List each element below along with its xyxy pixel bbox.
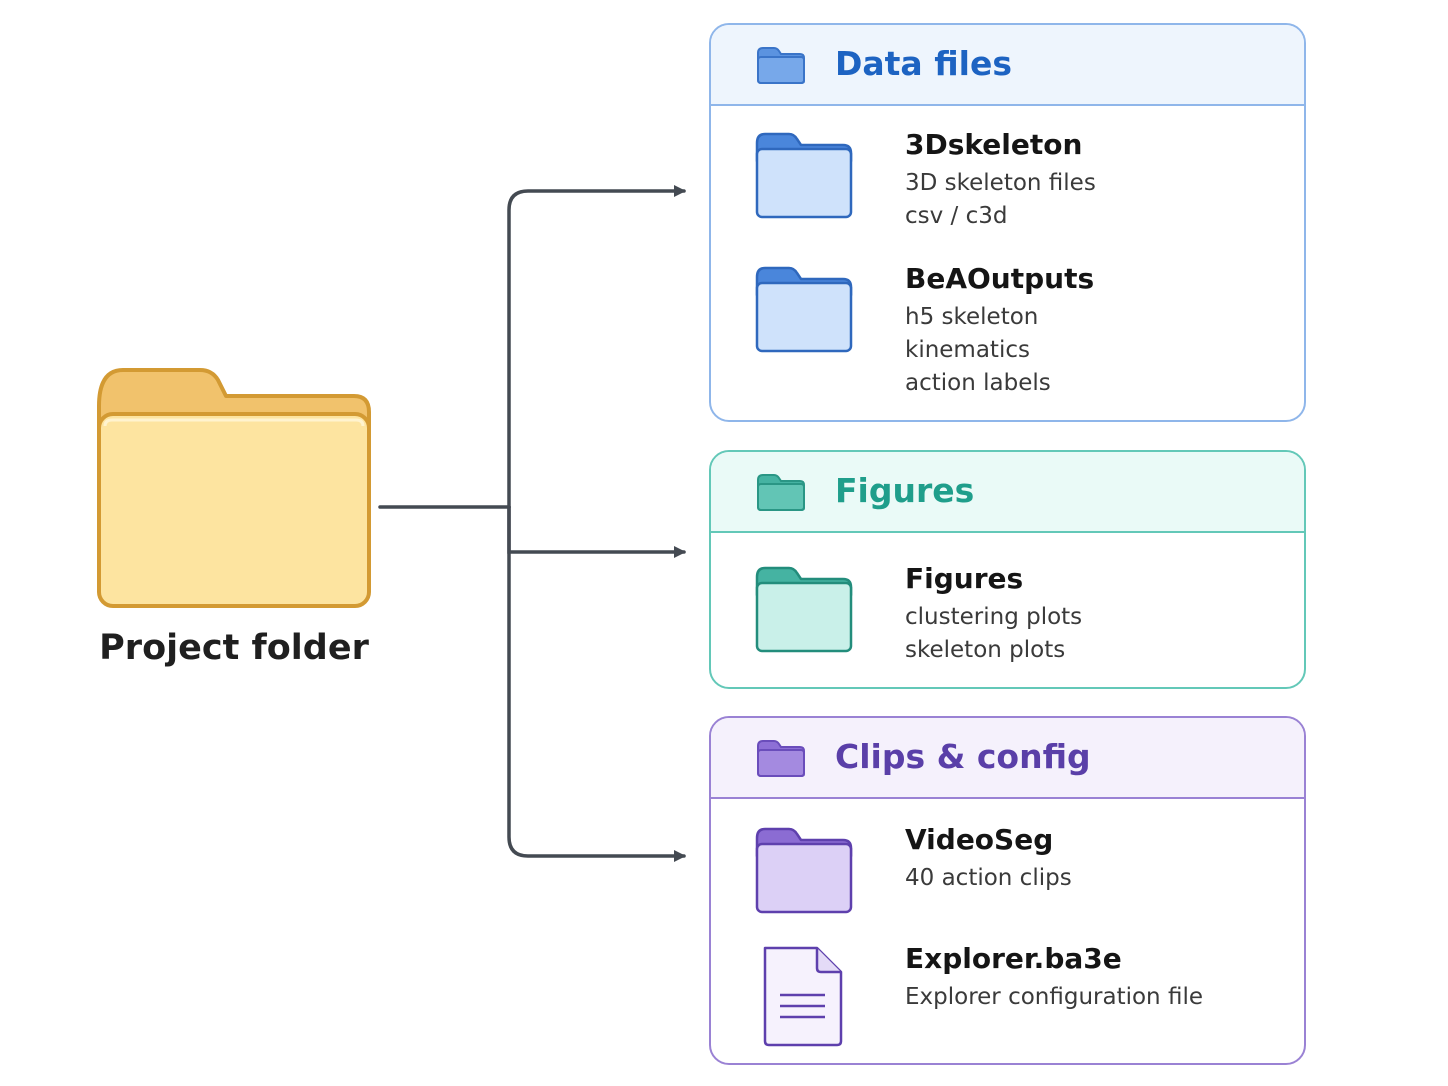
folder-icon <box>757 474 805 511</box>
item-title: 3Dskeleton <box>905 128 1083 161</box>
item-description: 40 action clips <box>905 865 1072 891</box>
item-description: csv / c3d <box>905 203 1008 229</box>
item-description: Explorer configuration file <box>905 984 1203 1010</box>
connector-to-data-files <box>507 185 686 509</box>
folder-icon <box>757 740 805 777</box>
figures-group: Figures Figures clustering plots skeleto… <box>709 450 1306 689</box>
folder-icon <box>755 566 853 653</box>
folder-icon <box>755 266 853 353</box>
item-description: kinematics <box>905 337 1030 363</box>
item-title: BeAOutputs <box>905 262 1095 295</box>
connector-to-figures <box>507 505 686 558</box>
project-folder-node[interactable] <box>96 366 372 614</box>
item-description: h5 skeleton <box>905 304 1039 330</box>
item-description: clustering plots <box>905 604 1083 630</box>
group-title: Figures <box>835 471 975 510</box>
document-icon <box>763 946 843 1047</box>
group-header: Figures <box>711 452 1304 533</box>
item-description: action labels <box>905 370 1051 396</box>
group-title: Clips & config <box>835 737 1091 776</box>
clips-config-group: Clips & config VideoSeg 40 action clips … <box>709 716 1306 1065</box>
connector-to-clips <box>507 505 686 862</box>
data-files-group: Data files 3Dskeleton 3D skeleton files … <box>709 23 1306 422</box>
group-title: Data files <box>835 44 1012 83</box>
group-header: Data files <box>711 25 1304 106</box>
folder-icon <box>755 827 853 914</box>
folder-icon <box>97 368 371 608</box>
item-title: Figures <box>905 562 1024 595</box>
item-title: Explorer.ba3e <box>905 942 1122 975</box>
item-description: 3D skeleton files <box>905 170 1096 196</box>
folder-icon <box>755 132 853 219</box>
group-header: Clips & config <box>711 718 1304 799</box>
item-title: VideoSeg <box>905 823 1054 856</box>
item-description: skeleton plots <box>905 637 1066 663</box>
folder-icon <box>757 47 805 84</box>
project-folder-label: Project folder <box>99 628 369 668</box>
